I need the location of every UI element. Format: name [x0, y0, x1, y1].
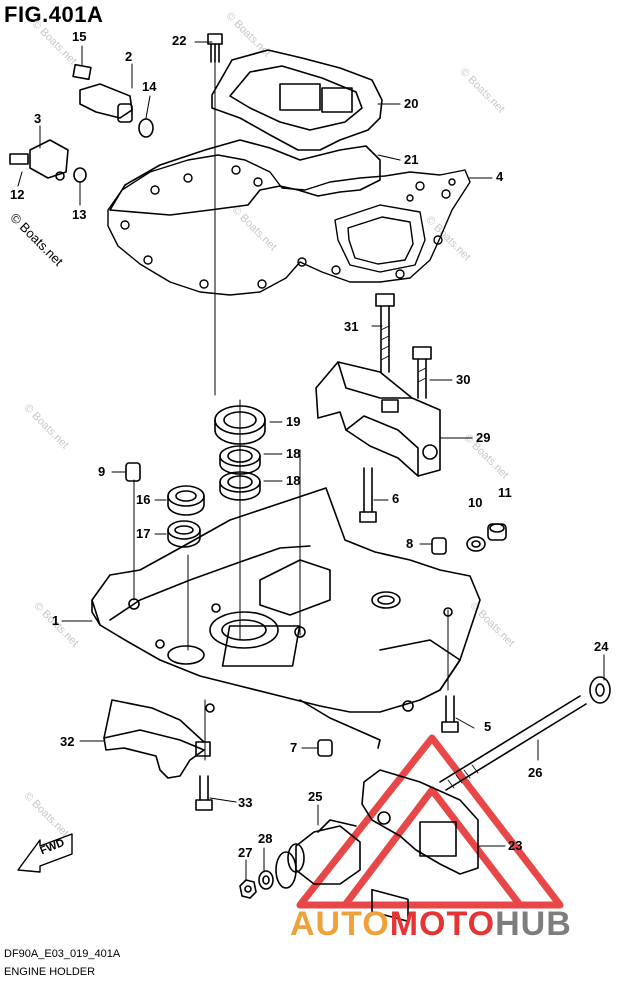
- callout-20: 20: [404, 96, 419, 111]
- mount-29: [315, 361, 441, 477]
- nut-27: [239, 879, 257, 899]
- bolts-30-31: [375, 293, 432, 399]
- pin-9: [125, 462, 141, 482]
- bolt-6: [359, 467, 377, 523]
- callout-22: 22: [172, 33, 187, 48]
- washer-28: [258, 870, 274, 890]
- callout-9: 9: [98, 464, 106, 479]
- bracket-23: [361, 769, 479, 923]
- brand-logo: AUTOMOTOHUB: [290, 905, 572, 944]
- callout-28: 28: [258, 831, 273, 846]
- seal-18-b: [219, 471, 261, 501]
- figure-code: DF90A_E03_019_401A: [4, 948, 121, 960]
- callout-4: 4: [496, 169, 504, 184]
- callout-16: 16: [136, 492, 151, 507]
- callout-15: 15: [72, 29, 87, 44]
- callout-7: 7: [290, 740, 298, 755]
- callout-29: 29: [476, 430, 491, 445]
- callout-33: 33: [238, 795, 253, 810]
- callout-14: 14: [142, 79, 157, 94]
- callout-27: 27: [238, 845, 253, 860]
- bolt-22: [207, 33, 223, 63]
- brand-logo-part-hub: HUB: [495, 905, 572, 943]
- callout-11: 11: [498, 485, 512, 500]
- callout-2: 2: [125, 49, 133, 64]
- figure-name: ENGINE HOLDER: [4, 966, 96, 978]
- callout-23: 23: [508, 838, 523, 853]
- brand-logo-part-moto: MOTO: [389, 905, 496, 943]
- callout-19: 19: [286, 414, 301, 429]
- callout-21: 21: [404, 152, 419, 167]
- callout-6: 6: [392, 491, 400, 506]
- callout-25: 25: [308, 789, 323, 804]
- callout-17: 17: [136, 526, 151, 541]
- seal-17: [167, 520, 201, 548]
- bolt-33: [195, 775, 213, 811]
- figure-title: FIG.401A: [4, 2, 104, 27]
- brand-logo-part-auto: AUTO: [290, 905, 390, 943]
- callout-13: 13: [72, 207, 87, 222]
- pin-8: [431, 537, 447, 555]
- callout-31: 31: [344, 319, 359, 334]
- fwd-arrow-icon: [17, 833, 73, 873]
- seal-18-a: [219, 445, 261, 475]
- leader-lines: [17, 41, 605, 881]
- callout-5: 5: [484, 719, 492, 734]
- washer-24: [589, 676, 611, 704]
- bolt-5: [441, 695, 459, 733]
- washer-10: [466, 536, 486, 552]
- callout-3: 3: [34, 111, 42, 126]
- plug-11: [487, 523, 507, 541]
- cover-20: [211, 49, 383, 151]
- mount-25: [275, 819, 361, 889]
- callout-32: 32: [60, 734, 75, 749]
- callout-10: 10: [468, 495, 483, 510]
- seal-19: [214, 405, 266, 445]
- callout-24: 24: [594, 639, 609, 654]
- callout-26: 26: [528, 765, 543, 780]
- seal-16: [167, 485, 205, 516]
- callout-18b: 18: [286, 473, 301, 488]
- callout-12: 12: [10, 187, 25, 202]
- sensor-parts: [9, 63, 154, 183]
- bracket-32: [103, 699, 211, 779]
- engine-holder-1: [91, 487, 481, 749]
- brand-triangle-icon: [296, 734, 564, 909]
- callout-18a: 18: [286, 446, 301, 461]
- callout-8: 8: [406, 536, 414, 551]
- callout-30: 30: [456, 372, 471, 387]
- callout-1: 1: [52, 613, 60, 628]
- pin-7: [317, 739, 333, 757]
- bolt-26: [439, 695, 587, 791]
- gasket-4: [107, 154, 471, 296]
- gasket-21: [109, 139, 381, 216]
